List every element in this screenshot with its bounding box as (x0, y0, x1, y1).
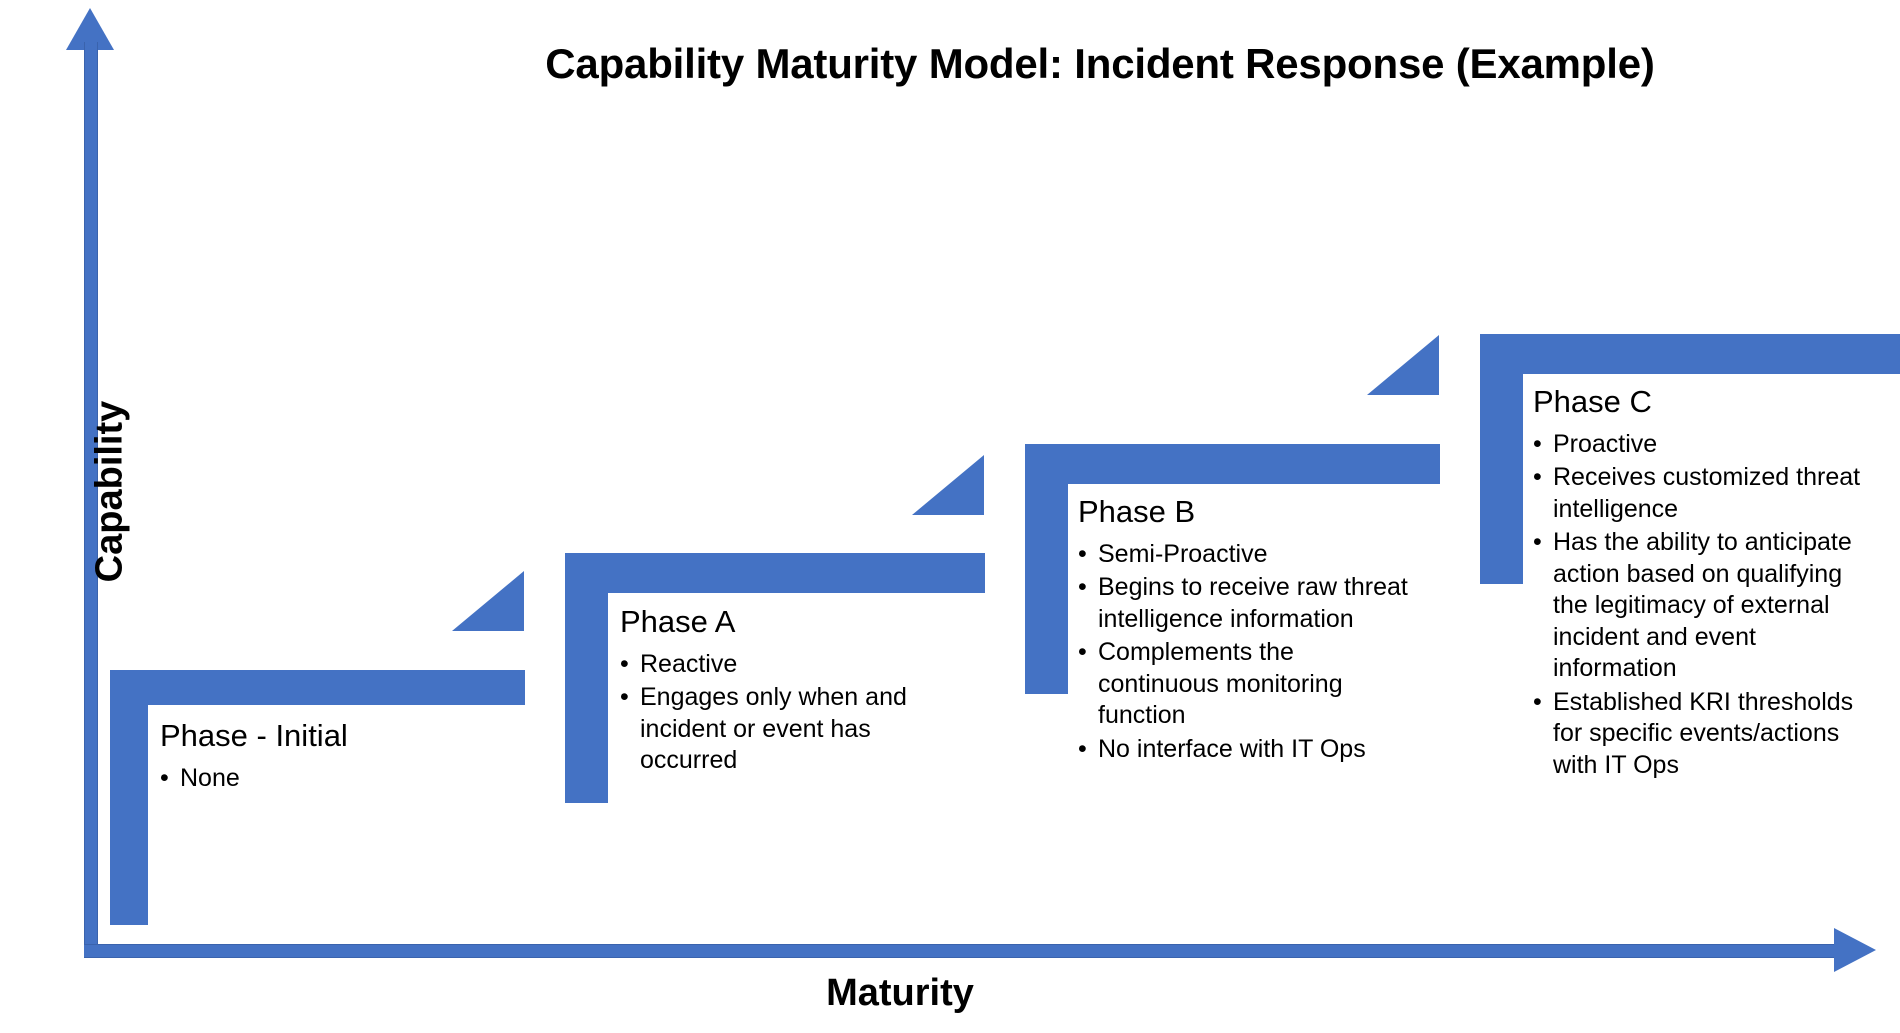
list-item: Engages only when and incident or event … (620, 682, 940, 777)
list-item: Proactive (1533, 429, 1883, 461)
list-item: Established KRI thresholds for specific … (1533, 687, 1883, 782)
step-tread (1025, 444, 1440, 484)
x-axis-label: Maturity (826, 972, 974, 1014)
y-axis-label: Capability (88, 400, 131, 583)
list-item: Begins to receive raw threat intelligenc… (1078, 572, 1408, 635)
list-item: Semi-Proactive (1078, 539, 1408, 571)
phase-heading: Phase C (1533, 384, 1652, 419)
list-item: No interface with IT Ops (1078, 734, 1408, 766)
phase-bullet-list: Semi-Proactive Begins to receive raw thr… (1078, 539, 1408, 766)
list-item: Complements the continuous monitoring fu… (1078, 637, 1408, 732)
phase-heading: Phase A (620, 604, 736, 639)
step-riser (1025, 444, 1068, 694)
phase-block-b: Phase B Semi-Proactive Begins to receive… (1078, 494, 1408, 767)
step-tread (565, 553, 985, 593)
list-item: Reactive (620, 649, 940, 681)
step-tread (1480, 334, 1900, 374)
step-riser (110, 670, 148, 925)
step-arrow-icon-3 (1367, 335, 1439, 395)
phase-block-a: Phase A Reactive Engages only when and i… (620, 604, 940, 779)
phase-block-initial: Phase - Initial None (160, 718, 490, 796)
x-axis-line (84, 944, 1836, 958)
phase-bullet-list: Reactive Engages only when and incident … (620, 649, 940, 777)
list-item: Receives customized threat intelligence (1533, 462, 1883, 525)
phase-block-c: Phase C Proactive Receives customized th… (1533, 384, 1883, 783)
y-axis-line (84, 42, 98, 956)
step-tread (110, 670, 525, 705)
list-item: Has the ability to anticipate action bas… (1533, 527, 1883, 685)
page-title: Capability Maturity Model: Incident Resp… (545, 40, 1655, 87)
phase-bullet-list: Proactive Receives customized threat int… (1533, 429, 1883, 782)
phase-heading: Phase - Initial (160, 718, 348, 753)
step-riser (1480, 334, 1523, 584)
arrow-right-icon (1834, 928, 1876, 972)
phase-heading: Phase B (1078, 494, 1196, 529)
list-item: None (160, 763, 490, 795)
phase-bullet-list: None (160, 763, 490, 795)
step-riser (565, 553, 608, 803)
step-arrow-icon-2 (912, 455, 984, 515)
step-arrow-icon-1 (452, 571, 524, 631)
